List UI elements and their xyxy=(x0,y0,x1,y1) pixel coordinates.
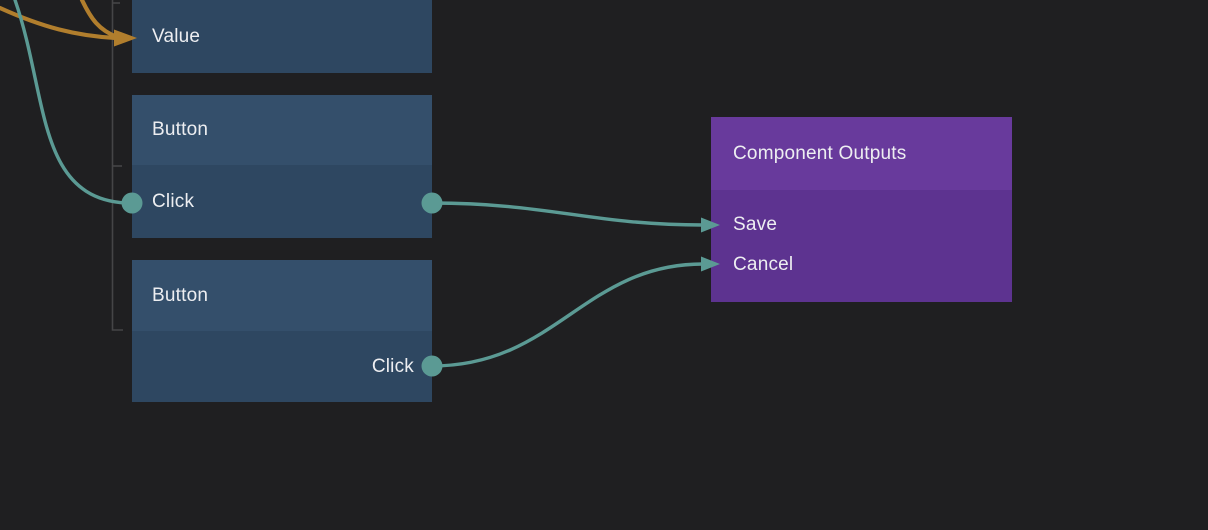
port-label-save: Save xyxy=(733,214,778,235)
connection-click1-to-save[interactable] xyxy=(430,201,705,227)
port-row-click-1[interactable]: Click xyxy=(132,165,432,238)
connection-orange-2[interactable] xyxy=(79,0,120,40)
port-row-save[interactable]: Save xyxy=(711,205,1012,245)
guide-line xyxy=(111,0,123,331)
node-button-2[interactable]: Button Click xyxy=(132,260,432,402)
port-row-click-2[interactable]: Click xyxy=(132,331,432,402)
node-component-outputs[interactable]: Component Outputs Save Cancel xyxy=(711,117,1012,302)
connection-click2-to-cancel[interactable] xyxy=(430,262,705,368)
node-button-1[interactable]: Button Click xyxy=(132,95,432,238)
port-label-click: Click xyxy=(371,355,414,377)
port-label-cancel: Cancel xyxy=(733,254,794,275)
node-title-bar[interactable]: Component Outputs xyxy=(711,117,1012,190)
port-row-value[interactable]: Value xyxy=(132,0,432,73)
node-title-bar[interactable]: Button xyxy=(132,260,432,331)
port-row-cancel[interactable]: Cancel xyxy=(711,245,1012,285)
node-title: Button xyxy=(152,284,209,306)
node-title: Button xyxy=(152,119,209,140)
node-title: Component Outputs xyxy=(733,142,907,164)
port-label-value: Value xyxy=(152,25,201,47)
connection-orange-1[interactable] xyxy=(0,5,119,41)
node-value[interactable]: Value xyxy=(132,0,432,73)
node-title-bar[interactable]: Button xyxy=(132,95,432,165)
connection-teal-into-click[interactable] xyxy=(13,0,128,205)
port-label-click: Click xyxy=(152,190,195,212)
